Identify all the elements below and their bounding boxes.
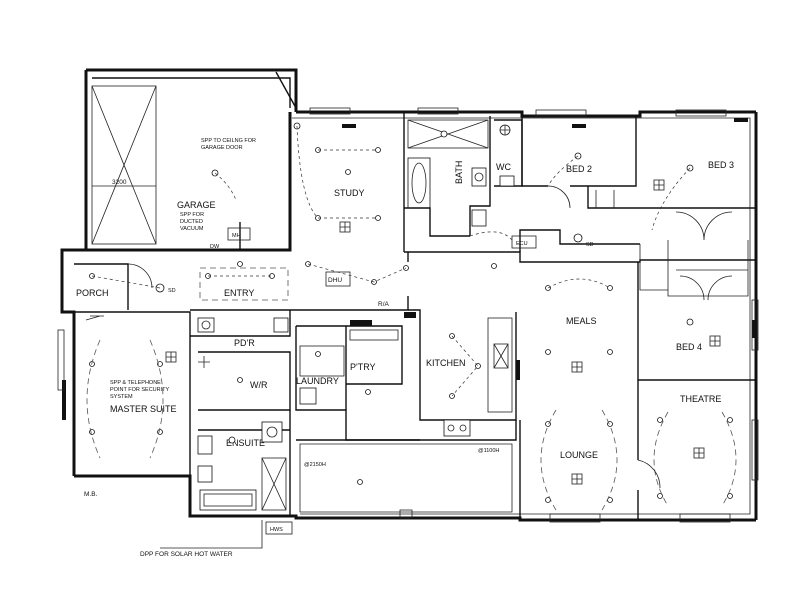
ra-label: R/A bbox=[378, 301, 390, 308]
bed-2-label: BED 2 bbox=[566, 164, 592, 174]
outer-walls bbox=[60, 68, 758, 522]
kitchen-label: KITCHEN bbox=[426, 358, 466, 368]
entry-label: ENTRY bbox=[224, 288, 254, 298]
theatre-label: THEATRE bbox=[680, 394, 721, 404]
garage-door-note-1: SPP TO CEILNG FOR bbox=[201, 138, 256, 144]
garage-dimension-label: 3200 bbox=[112, 179, 127, 186]
solar-note: DPP FOR SOLAR HOT WATER bbox=[140, 551, 233, 558]
ceiling-light-icon bbox=[607, 349, 613, 355]
garage: 3200 GARAGE SPP TO CEILNG FOR GARAGE DOO… bbox=[86, 85, 292, 252]
master-suite: MASTER SUITE SPP & TELEPHONE POINT FOR S… bbox=[62, 311, 191, 498]
mb-label: M.B. bbox=[84, 491, 98, 498]
laundry-label: LAUNDRY bbox=[296, 376, 339, 386]
ceiling-light-icon bbox=[545, 349, 551, 355]
ensuite-label: ENSUITE bbox=[226, 438, 265, 448]
bed-4-label: BED 4 bbox=[676, 342, 702, 352]
ceiling-light-icon bbox=[365, 389, 371, 395]
ceiling-light-icon bbox=[157, 429, 163, 435]
ceiling-light-icon bbox=[315, 351, 321, 357]
ceiling-light-icon bbox=[345, 169, 351, 175]
lounge-label: LOUNGE bbox=[560, 450, 598, 460]
vacuum-note-2: DUCTED bbox=[180, 219, 203, 225]
hws-label: HWS bbox=[270, 527, 283, 533]
smoke-detector-icon bbox=[155, 283, 165, 293]
wr-label: W/R bbox=[250, 380, 268, 390]
garage-door-note-2: GARAGE DOOR bbox=[201, 145, 243, 151]
theatre: THEATRE bbox=[637, 380, 737, 520]
ceiling-light-icon bbox=[727, 493, 733, 499]
bed-4: BED 4 bbox=[637, 262, 756, 381]
ceiling-light-icon bbox=[686, 318, 694, 326]
pantry-label: P'TRY bbox=[350, 362, 376, 372]
security-note-1: SPP & TELEPHONE bbox=[110, 380, 161, 386]
dhu-label: DHU bbox=[328, 277, 342, 284]
mh-label: MH bbox=[232, 233, 241, 239]
ceiling-light-icon bbox=[375, 147, 381, 153]
ceiling-light-icon bbox=[607, 285, 613, 291]
bed-3-label: BED 3 bbox=[708, 160, 734, 170]
study: STUDY bbox=[288, 112, 405, 252]
ceiling-light-icon bbox=[237, 261, 243, 267]
bath-label: BATH bbox=[454, 161, 464, 184]
height-1100-label: @1100H bbox=[478, 448, 499, 454]
ceiling-light-icon bbox=[357, 479, 363, 485]
ceiling-light-icon bbox=[657, 493, 663, 499]
porch-entry: PORCH SD ENTRY DHU R/A bbox=[74, 252, 409, 311]
ceiling-light-icon bbox=[228, 436, 236, 444]
master-suite-label: MASTER SUITE bbox=[110, 404, 177, 414]
meals-label: MEALS bbox=[566, 316, 597, 326]
ceiling-light-icon bbox=[237, 377, 243, 383]
garage-label: GARAGE bbox=[177, 200, 216, 210]
sd-label-hall: SD bbox=[586, 242, 594, 248]
ceiling-light-icon bbox=[491, 263, 497, 269]
laundry-pantry: LAUNDRY P'TRY bbox=[295, 320, 420, 441]
study-label: STUDY bbox=[334, 188, 365, 198]
bath: BATH WC bbox=[404, 116, 523, 237]
windows bbox=[57, 107, 759, 523]
security-note-2: POINT FOR SECURITY bbox=[110, 387, 170, 393]
bed-2: BED 2 bbox=[521, 116, 637, 209]
vacuum-note-3: VACUUM bbox=[180, 226, 204, 232]
sd-label-entry: SD bbox=[168, 288, 176, 294]
wc-label: WC bbox=[496, 162, 511, 172]
height-2150-label: @2150H bbox=[304, 462, 326, 468]
ecu-label: ECU bbox=[516, 241, 528, 247]
lounge: LOUNGE @2150H @1100H bbox=[296, 409, 618, 519]
smoke-detector-icon bbox=[573, 233, 583, 243]
security-note-3: SYSTEM bbox=[110, 394, 133, 400]
ceiling-light-icon bbox=[375, 215, 381, 221]
bed-3: BED 3 bbox=[636, 118, 756, 241]
ceiling-light-icon bbox=[157, 361, 163, 367]
hot-water: HWS DPP FOR SOLAR HOT WATER bbox=[140, 520, 293, 558]
hallway: ECU SD bbox=[404, 229, 756, 301]
ceiling-light-icon bbox=[440, 130, 448, 138]
pdr-label: PD'R bbox=[234, 338, 255, 348]
porch-label: PORCH bbox=[76, 288, 109, 298]
kitchen-meals: KITCHEN MEALS bbox=[404, 263, 613, 437]
ceiling-light-icon bbox=[657, 417, 663, 423]
ceiling-light-icon bbox=[727, 417, 733, 423]
vacuum-note-1: SPP FOR bbox=[180, 212, 204, 218]
dw-label: DW bbox=[210, 244, 220, 250]
ensuite-block: PD'R W/R ENSUITE bbox=[190, 310, 291, 516]
